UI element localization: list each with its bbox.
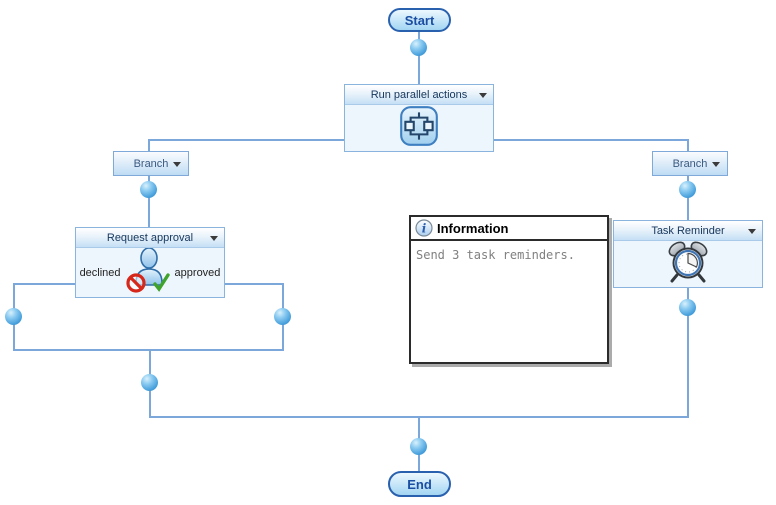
alarm-clock-icon xyxy=(665,240,711,289)
information-popup-message: Send 3 task reminders. xyxy=(416,248,575,262)
task-reminder-box[interactable]: Task Reminder xyxy=(613,220,763,288)
information-popup-title: Information xyxy=(437,220,509,236)
branch-left-chip[interactable]: Branch xyxy=(113,151,189,176)
connector-dot[interactable] xyxy=(679,181,696,198)
svg-text:i: i xyxy=(422,222,427,236)
connector-line xyxy=(148,175,150,228)
prohibition-icon xyxy=(125,273,146,293)
connector-dot[interactable] xyxy=(410,39,427,56)
connector-line xyxy=(148,139,346,141)
connector-dot[interactable] xyxy=(140,181,157,198)
parallel-actions-icon xyxy=(398,104,440,153)
approval-user-icon xyxy=(124,247,172,298)
connector-dot[interactable] xyxy=(679,299,696,316)
task-reminder-header[interactable]: Task Reminder xyxy=(614,221,762,241)
connector-line xyxy=(687,140,689,152)
approved-outcome-label: approved xyxy=(174,266,221,279)
run-parallel-actions-label: Run parallel actions xyxy=(370,88,468,101)
request-approval-label: Request approval xyxy=(106,231,194,244)
task-reminder-label: Task Reminder xyxy=(651,224,725,237)
chevron-down-icon[interactable] xyxy=(173,161,181,167)
start-node-label: Start xyxy=(404,12,435,28)
run-parallel-actions-box[interactable]: Run parallel actions xyxy=(344,84,494,152)
connector-line xyxy=(492,139,689,141)
branch-right-label: Branch xyxy=(672,157,708,170)
branch-left-label: Branch xyxy=(133,157,169,170)
chevron-down-icon[interactable] xyxy=(712,161,720,167)
connector-dot[interactable] xyxy=(410,438,427,455)
end-node: End xyxy=(388,471,451,497)
end-node-label: End xyxy=(407,476,432,492)
connector-line xyxy=(13,283,76,285)
chevron-down-icon[interactable] xyxy=(210,235,218,241)
connector-line xyxy=(687,175,689,221)
connector-dot[interactable] xyxy=(274,308,291,325)
checkmark-icon xyxy=(152,273,170,292)
info-icon: i xyxy=(415,219,433,237)
run-parallel-actions-header[interactable]: Run parallel actions xyxy=(345,85,493,105)
request-approval-box[interactable]: Request approval declined xyxy=(75,227,225,298)
connector-line xyxy=(418,29,420,85)
connector-dot[interactable] xyxy=(5,308,22,325)
connector-line xyxy=(13,349,284,351)
connector-line xyxy=(148,140,150,152)
connector-line xyxy=(687,288,689,417)
chevron-down-icon[interactable] xyxy=(748,228,756,234)
declined-outcome-label: declined xyxy=(79,266,121,279)
request-approval-header[interactable]: Request approval xyxy=(76,228,224,248)
information-popup: i Information Send 3 task reminders. xyxy=(409,215,609,364)
chevron-down-icon[interactable] xyxy=(479,92,487,98)
start-node: Start xyxy=(388,8,451,32)
branch-right-chip[interactable]: Branch xyxy=(652,151,728,176)
connector-line xyxy=(224,283,284,285)
connector-dot[interactable] xyxy=(141,374,158,391)
information-popup-header: i Information xyxy=(411,217,607,241)
